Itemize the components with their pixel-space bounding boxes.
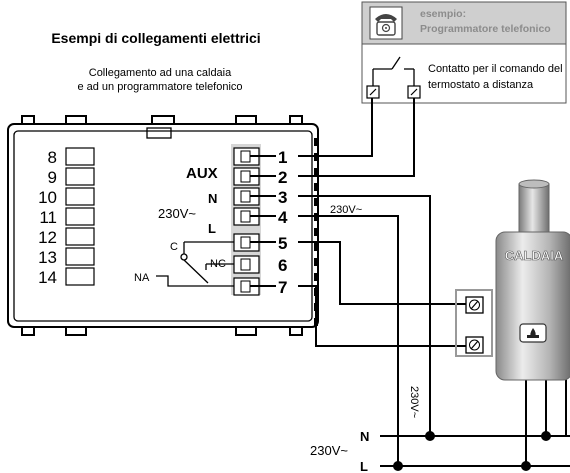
telephone-icon [369, 6, 403, 40]
module-voltage-label: 230V~ [158, 206, 196, 221]
junction-dots [393, 431, 551, 471]
terminal-number: 1 [278, 148, 287, 167]
phone-box-label-2: Programmatore telefonico [420, 23, 551, 35]
relay-contact-symbol [156, 241, 234, 287]
terminal-stubs [250, 155, 276, 287]
terminal-box [65, 247, 95, 266]
wiring [298, 98, 570, 467]
aux-label: AUX [186, 165, 218, 182]
module-n-label: N [208, 191, 217, 206]
terminal-number: 7 [278, 278, 287, 297]
terminal-number: 10 [38, 188, 57, 207]
phone-box-label-1: esempio: [420, 8, 466, 20]
terminal-box [65, 147, 95, 166]
terminal-3 [233, 187, 260, 206]
terminal-1 [233, 147, 260, 166]
contact-switch-symbol [372, 56, 415, 86]
phone-terminal-right [407, 85, 421, 99]
terminal-number: 13 [38, 248, 57, 267]
terminal-number: 3 [278, 188, 287, 207]
left-terminal-block: 8 9 10 11 12 13 14 [38, 147, 95, 287]
flame-icon [519, 323, 547, 343]
right-terminal-block: 1 2 3 4 5 6 7 [231, 144, 288, 297]
terminal-number: 8 [48, 148, 57, 167]
contact-text-2: termostato a distanza [428, 79, 534, 91]
terminal-box [65, 207, 95, 226]
terminal-number: 5 [278, 234, 287, 253]
terminal-number: 6 [278, 256, 287, 275]
terminal-number: 9 [48, 168, 57, 187]
terminal-6 [233, 255, 260, 274]
bus-voltage-label: 230V~ [310, 443, 348, 458]
line-voltage-label: 230V~ [330, 204, 362, 216]
wire-dashes [430, 303, 470, 347]
boiler-terminal-block [455, 289, 493, 357]
terminal-number: 12 [38, 228, 57, 247]
relay-na-label: NA [134, 272, 150, 284]
boiler-illustration: CALDAIA [495, 179, 570, 381]
terminal-2 [233, 167, 260, 186]
relay-c-label: C [170, 241, 178, 253]
terminal-box [65, 227, 95, 246]
terminal-box [65, 267, 95, 286]
terminal-number: 11 [39, 208, 57, 227]
bus-l-label: L [360, 459, 368, 473]
terminal-4 [233, 207, 260, 226]
diagram-title: Esempi di collegamenti elettrici [51, 30, 260, 46]
terminal-number: 2 [278, 168, 287, 187]
module-l-label: L [208, 221, 216, 236]
boiler-label: CALDAIA [505, 248, 564, 263]
terminal-number: 14 [38, 268, 57, 287]
relay-nc-label: NC [210, 258, 226, 270]
bus-n-label: N [360, 429, 369, 444]
terminal-box [65, 167, 95, 186]
subtitle-line-1: Collegamento ad una caldaia [89, 67, 232, 79]
module-body [7, 115, 319, 336]
terminal-number: 4 [278, 208, 288, 227]
vertical-voltage-label: 230V~ [408, 386, 420, 418]
subtitle-line-2: e ad un programmatore telefonico [77, 81, 242, 93]
phone-programmer-box: esempio: Programmatore telefonico Contat… [361, 1, 567, 104]
phone-terminal-left [366, 85, 380, 99]
contact-text-1: Contatto per il comando del [428, 63, 563, 75]
terminal-box [65, 187, 95, 206]
